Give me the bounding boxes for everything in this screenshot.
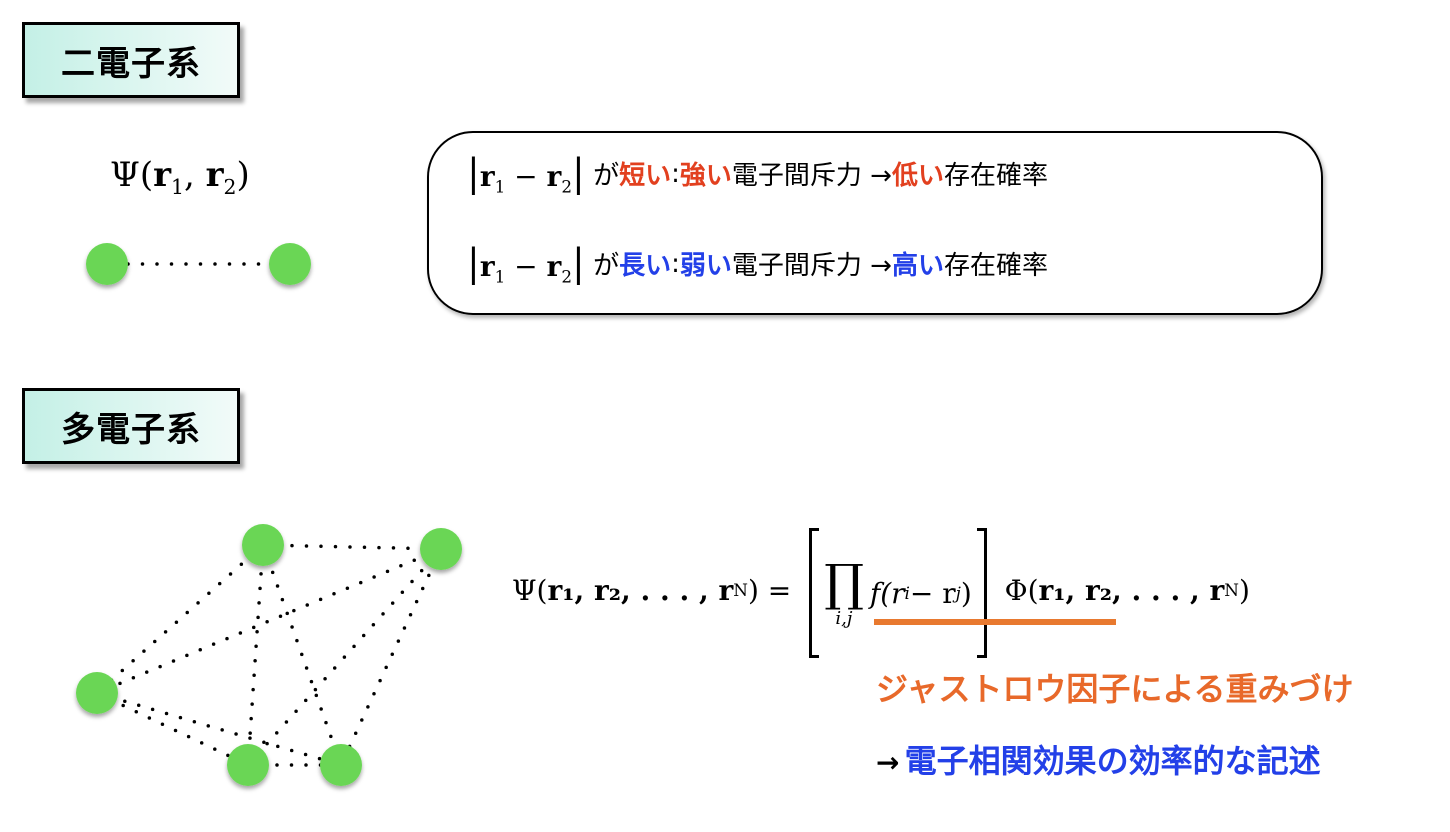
conclusion: → 電子相関効果の効率的な記述 [876,742,1321,780]
two-electron-title: 二電子系 [22,22,240,98]
electron-node [76,672,118,714]
many-electron-graph [76,524,462,786]
two-electron-wavefunction: Ψ(r1, r2) [110,155,250,199]
interaction-line [95,691,343,767]
electron-node [320,744,362,786]
rule-short-distance: |r1 − r2| が短い : 強い電子間斥力 → 低い存在確率 [467,151,1048,197]
interaction-line [95,547,443,695]
jastrow-label: ジャストロウ因子による重みづけ [876,670,1354,708]
interaction-line [246,543,265,767]
electron-node [227,744,269,786]
interaction-line [246,547,443,767]
many-electron-title: 多電子系 [22,388,240,464]
interaction-line [339,547,443,767]
interaction-line [261,543,343,767]
two-electron-graph [86,243,311,285]
electron-node [86,243,128,285]
electron-node [269,243,311,285]
repulsion-rules-box: |r1 − r2| が短い : 強い電子間斥力 → 低い存在確率 |r1 − r… [427,131,1323,315]
interaction-line [261,543,443,551]
electron-node [420,528,462,570]
interaction-line [95,543,265,695]
interaction-line [95,691,250,767]
electron-node [242,524,284,566]
rule-long-distance: |r1 − r2| が長い : 弱い電子間斥力 → 高い存在確率 [467,241,1048,287]
jastrow-underline [874,619,1116,625]
